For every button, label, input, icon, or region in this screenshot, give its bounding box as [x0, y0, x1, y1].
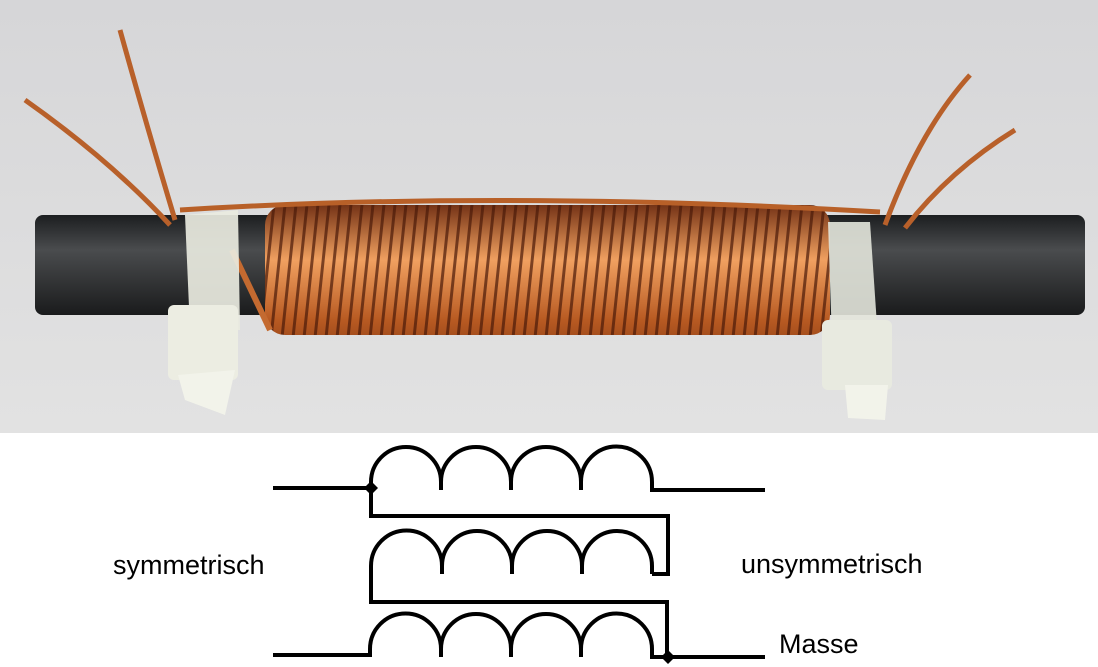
balun-schematic	[273, 444, 765, 664]
link-wire-1	[369, 488, 670, 576]
balun-coil-photo	[0, 0, 1098, 433]
coil-top	[369, 444, 765, 492]
label-ground: Masse	[779, 629, 859, 659]
label-unsymmetric: unsymmetrisch	[741, 549, 923, 579]
junction-dot-ground	[661, 650, 675, 664]
coil-bottom	[273, 611, 765, 659]
label-symmetric: symmetrisch	[113, 550, 265, 580]
copper-winding	[179, 197, 881, 335]
zip-tie-right	[822, 222, 892, 420]
coil-middle	[369, 528, 669, 657]
wire-leads	[23, 29, 1017, 230]
junction-dot-top	[364, 481, 378, 495]
zip-tie-left	[168, 210, 240, 415]
